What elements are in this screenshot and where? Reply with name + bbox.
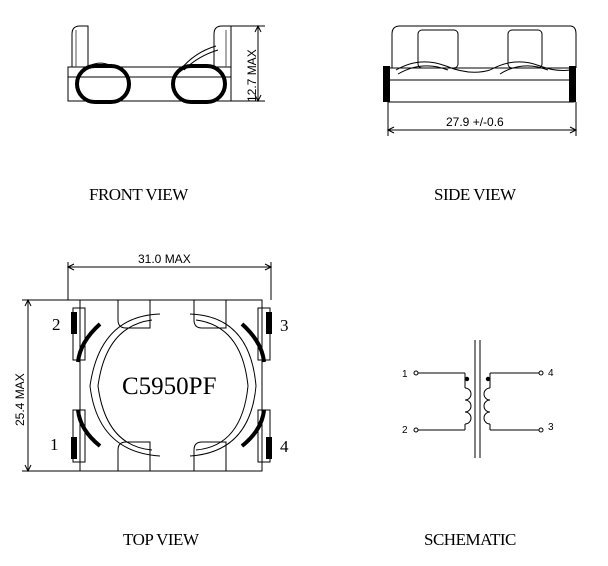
front-view-caption: FRONT VIEW bbox=[89, 185, 189, 204]
top-pin-3-label: 3 bbox=[280, 316, 289, 335]
top-view-body bbox=[79, 299, 263, 472]
schematic-pin-2-label: 2 bbox=[402, 425, 408, 436]
front-height-dimension: 12.7 MAX bbox=[245, 49, 259, 102]
part-number: C5950PF bbox=[122, 373, 216, 400]
side-view: 27.9 +/-0.6 SIDE VIEW bbox=[383, 25, 578, 204]
secondary-polarity-dot bbox=[485, 376, 491, 382]
front-right-coil bbox=[171, 64, 227, 104]
pin4-terminal bbox=[266, 437, 272, 459]
schematic-pin4-node bbox=[538, 370, 544, 376]
schematic-pin2-node bbox=[413, 427, 419, 433]
top-pin-2-label: 2 bbox=[52, 315, 61, 334]
schematic-pin-3-label: 3 bbox=[548, 422, 554, 433]
pin3-terminal bbox=[266, 312, 272, 334]
side-width-dimension: 27.9 +/-0.6 bbox=[446, 115, 504, 129]
schematic: 1 2 4 3 SCHEMATIC bbox=[402, 340, 554, 549]
pin1-terminal bbox=[71, 437, 77, 459]
front-view: 12.7 MAX FRONT VIEW bbox=[67, 24, 265, 204]
front-view-base bbox=[67, 66, 232, 102]
side-left-terminal bbox=[383, 66, 390, 102]
top-pin-1-label: 1 bbox=[50, 435, 59, 454]
schematic-caption: SCHEMATIC bbox=[424, 530, 516, 549]
schematic-pin1-node bbox=[413, 370, 419, 376]
top-height-dimension: 25.4 MAX bbox=[13, 373, 27, 426]
pin2-terminal bbox=[71, 312, 77, 334]
schematic-pin-1-label: 1 bbox=[402, 369, 408, 380]
schematic-pin-4-label: 4 bbox=[548, 368, 554, 379]
primary-polarity-dot bbox=[464, 376, 470, 382]
primary-winding bbox=[464, 387, 472, 425]
secondary-winding bbox=[483, 387, 491, 425]
schematic-pin3-node bbox=[538, 427, 544, 433]
top-pin-4-label: 4 bbox=[280, 437, 289, 456]
top-view-caption: TOP VIEW bbox=[123, 530, 200, 549]
front-left-coil bbox=[75, 64, 131, 104]
side-view-caption: SIDE VIEW bbox=[434, 185, 517, 204]
top-width-dimension: 31.0 MAX bbox=[138, 252, 191, 266]
top-view: 31.0 MAX 25.4 MAX C5950PF bbox=[13, 252, 289, 549]
side-right-terminal bbox=[569, 66, 576, 102]
side-view-base bbox=[387, 67, 575, 103]
